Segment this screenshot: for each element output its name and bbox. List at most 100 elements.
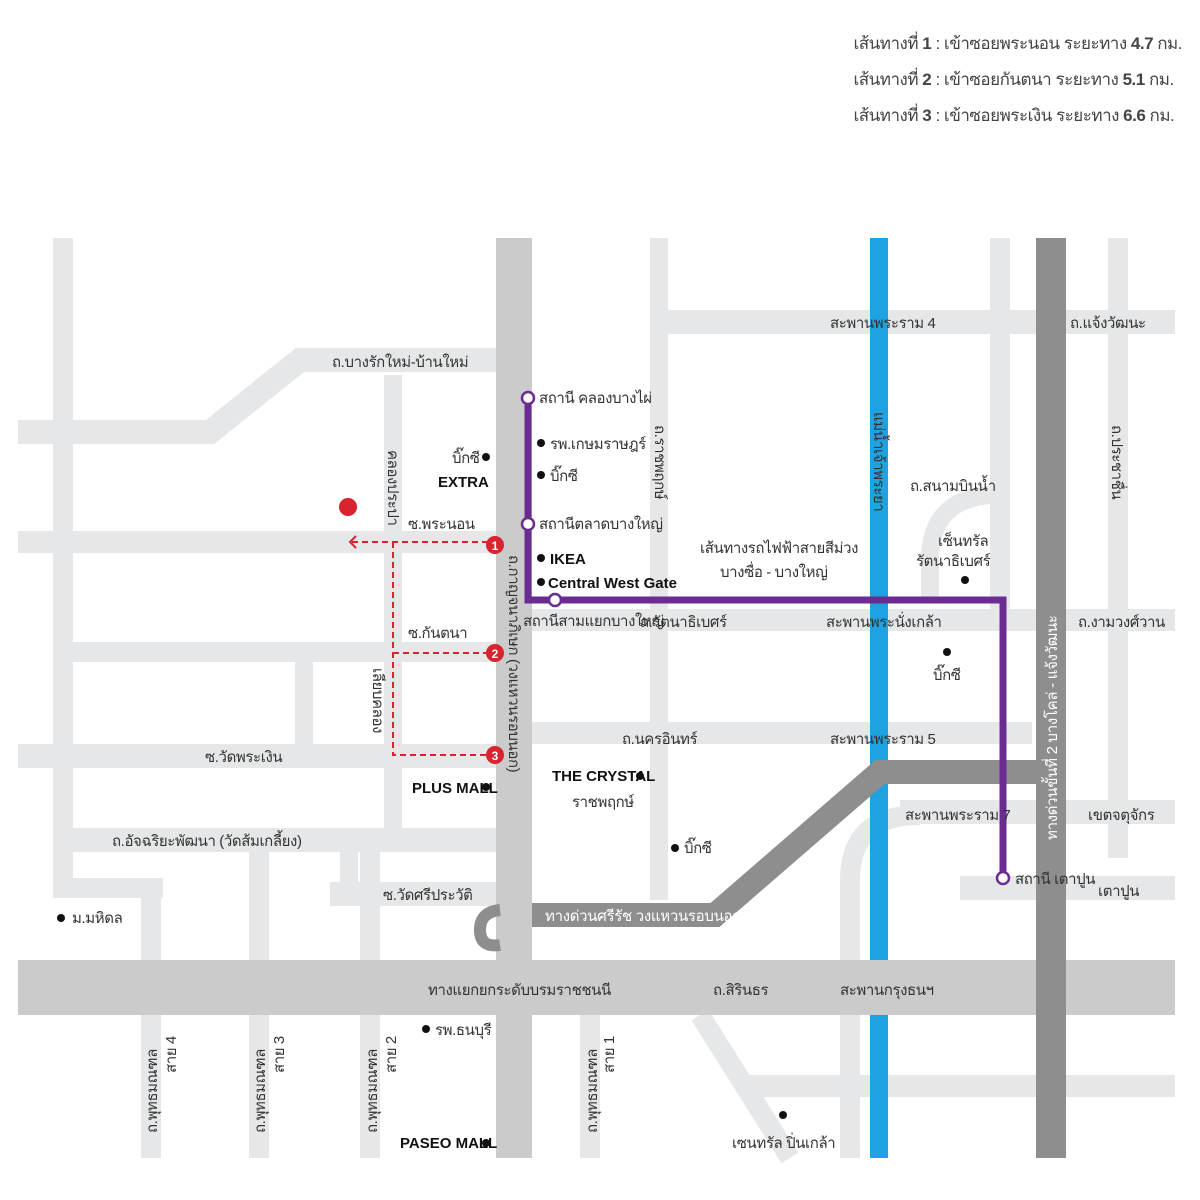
label-nakhon-in: ถ.นครอินทร์: [622, 731, 698, 748]
poi-bigc-3: บิ๊กซี: [684, 837, 712, 857]
poi-dot[interactable]: [482, 1139, 490, 1147]
label-phutthamonthon-1: ถ.พุทธมณฑล: [584, 1049, 602, 1133]
arrow-left-icon: [348, 535, 357, 549]
poi-thonburi-hospital: รพ.ธนบุรี: [435, 1022, 492, 1040]
purple-line-title: เส้นทางรถไฟฟ้าสายสีม่วง: [700, 539, 858, 557]
legend-dist: 5.1: [1122, 70, 1146, 89]
river: [870, 238, 888, 1158]
label-phutthamonthon-3: ถ.พุทธมณฑล: [252, 1049, 270, 1133]
road-rattanathibet: [532, 609, 1175, 631]
poi-dot[interactable]: [537, 554, 545, 562]
directions-routes: [350, 541, 488, 756]
station-label-sam-yaek-bang-yai: สถานีสามแยกบางใหญ่: [523, 612, 664, 630]
legend-num: 2: [922, 70, 932, 89]
label-rattanathibet: ถ.รัตนาธิเบศร์: [640, 614, 727, 631]
minor-roads: [18, 238, 1175, 1164]
legend-text: : เข้าซอยพระเงิน ระยะทาง: [935, 106, 1119, 125]
poi-dot[interactable]: [537, 439, 545, 447]
road: [53, 238, 73, 898]
poi-kasemrad: รพ.เกษมราษฎร์: [550, 436, 646, 453]
poi-bigc-1: บิ๊กซี: [550, 465, 578, 485]
route-marker-1[interactable]: [486, 536, 504, 554]
poi-dot[interactable]: [943, 648, 951, 656]
station-marker[interactable]: [520, 516, 536, 532]
poi-central-pinklao: เซนทรัล ปิ่นเกล้า: [732, 1132, 835, 1152]
label-river: แม่น้ำเจ้าพระยา: [870, 412, 890, 511]
label-expressway-2: ทางด่วนขั้นที่ 2 บางโคล่ - แจ้งวัฒนะ: [1041, 615, 1061, 840]
station-marker[interactable]: [995, 870, 1011, 886]
road-curve: [921, 486, 992, 600]
poi-dot[interactable]: [636, 772, 644, 780]
label-khlong-prapa: คลองประปา: [384, 450, 401, 526]
route-marker-label: 1: [492, 539, 499, 553]
poi-the-crystal-sub: ราชพฤกษ์: [572, 794, 635, 811]
legend-prefix: เส้นทางที่: [853, 34, 919, 53]
road: [141, 878, 161, 1158]
road-borommaratchachonnani: [18, 960, 1175, 1015]
poi-dot[interactable]: [482, 783, 490, 791]
poi-dot[interactable]: [482, 453, 490, 461]
road-ratchaphruek: [650, 238, 668, 900]
legend-prefix: เส้นทางที่: [853, 70, 919, 89]
label-sai-3: สาย 3: [271, 1036, 288, 1073]
label-ratchaphruek: ถ.ราชพฤกษ์: [651, 425, 668, 500]
label-phutthamonthon-2: ถ.พุทธมณฑล: [364, 1049, 382, 1133]
road-prachachuen: [1108, 238, 1128, 858]
expressway-loop: [473, 904, 501, 952]
road-nakhon-in: [532, 722, 1032, 744]
station-label-khlong-bang-phai: สถานี คลองบางไผ่: [539, 389, 652, 407]
station-label-tao-poon: สถานี เตาปูน: [1015, 871, 1095, 888]
legend-unit: กม.: [1157, 34, 1182, 53]
poi-dot[interactable]: [57, 914, 65, 922]
road: [750, 1075, 1175, 1097]
road-kantana: [70, 642, 496, 662]
label-tao-poon: เตาปูน: [1098, 883, 1139, 900]
label-nang-klao: สะพานพระนั่งเกล้า: [826, 611, 942, 631]
poi-dot[interactable]: [537, 578, 545, 586]
label-khet-chatuchak: เขตจตุจักร: [1088, 807, 1155, 825]
road: [295, 652, 313, 752]
route-marker-2[interactable]: [486, 644, 504, 662]
station-marker[interactable]: [547, 592, 563, 608]
label-phranon: ซ.พระนอน: [408, 516, 475, 533]
road-labels: สะพานพระราม 4 ถ.แจ้งวัฒนะ ถ.บางรักใหม่-บ…: [112, 315, 1165, 1133]
legend-unit: กม.: [1149, 106, 1175, 125]
poi-plus-mall: PLUS MALL: [412, 780, 498, 797]
destination-marker[interactable]: [339, 498, 357, 516]
station-marker[interactable]: [520, 390, 536, 406]
poi-the-crystal: THE CRYSTAL: [552, 768, 655, 785]
legend-route-2: เส้นทางที่ 2 : เข้าซอยกันตนา ระยะทาง 5.1…: [853, 62, 1182, 98]
label-prachachuen: ถ.ประชาชื่น: [1108, 425, 1128, 499]
poi-dot[interactable]: [961, 576, 969, 584]
poi-central-rattanathibet-sub: รัตนาธิเบศร์: [916, 553, 991, 570]
label-rama5: สะพานพระราม 5: [830, 731, 936, 748]
road: [53, 878, 163, 898]
poi-dot[interactable]: [422, 1025, 430, 1033]
route-legend: เส้นทางที่ 1 : เข้าซอยพระนอน ระยะทาง 4.7…: [853, 26, 1182, 134]
label-chaengwattana: ถ.แจ้งวัฒนะ: [1070, 315, 1146, 332]
label-interchange: ทางแยกยกระดับบรมราชชนนี: [428, 982, 611, 999]
road-wat-si-prawat: [330, 882, 496, 906]
legend-prefix: เส้นทางที่: [853, 106, 919, 125]
road-phranon: [18, 531, 496, 553]
station-label-talad-bang-yai: สถานีตลาดบางใหญ่: [539, 515, 663, 533]
legend-text: : เข้าซอยกันตนา ระยะทาง: [935, 70, 1119, 89]
route-3-path: [392, 542, 488, 756]
label-sai-1: สาย 1: [601, 1036, 618, 1073]
poi-dot[interactable]: [779, 1111, 787, 1119]
label-sirindhorn: ถ.สิรินธร: [713, 982, 768, 999]
road-tao-poon: [960, 876, 1175, 900]
label-kantana: ซ.กันตนา: [408, 625, 467, 642]
route-marker-3[interactable]: [486, 746, 504, 764]
points-of-interest: บิ๊กซี EXTRA รพ.เกษมราษฎร์ บิ๊กซี IKEA C…: [57, 436, 991, 1152]
expressway-sirat: [532, 760, 1040, 927]
poi-dot[interactable]: [671, 844, 679, 852]
road: [691, 1009, 799, 1164]
legend-dist: 4.7: [1130, 34, 1154, 53]
legend-num: 3: [922, 106, 932, 125]
label-liab-khlong: เลียบคลอง: [369, 668, 386, 733]
poi-dot[interactable]: [537, 471, 545, 479]
road-atchariya: [70, 828, 496, 852]
poi-extra: EXTRA: [438, 474, 489, 491]
